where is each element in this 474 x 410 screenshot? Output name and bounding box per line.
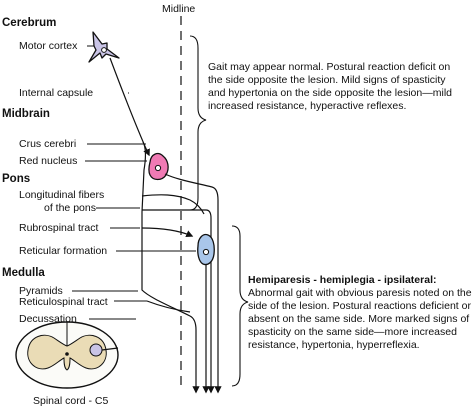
section-pons: Pons <box>2 173 30 185</box>
label-motor-cortex: Motor cortex <box>19 40 78 52</box>
section-cerebrum: Cerebrum <box>2 17 56 29</box>
lower-note-heading: Hemiparesis - hemiplegia - ipsilateral: <box>248 274 436 286</box>
upper-note-line-3: and hypertonia on the side opposite the … <box>208 87 452 99</box>
label-longitudinal-fibers-2: of the pons <box>44 202 96 214</box>
label-pyramids: Pyramids <box>19 285 63 297</box>
decussation-crossing-line <box>141 284 200 394</box>
reticulospinal-medulla-line <box>146 300 191 313</box>
pons-fiber-loop-line <box>142 209 215 394</box>
label-internal-capsule: Internal capsule <box>19 87 93 99</box>
section-midbrain: Midbrain <box>2 108 50 120</box>
upper-note: Gait may appear normal. Postural reactio… <box>208 61 452 112</box>
crus-cerebri-arrow <box>142 141 150 157</box>
upper-note-line-2: the side opposite the lesion. Mild signs… <box>208 74 446 86</box>
lower-note-line-1: Abnormal gait with obvious paresis noted… <box>248 287 472 299</box>
motor-cortex-nucleus-icon <box>101 47 107 53</box>
label-spinal-cord: Spinal cord - C5 <box>33 395 108 407</box>
label-crus-cerebri: Crus cerebri <box>19 138 76 150</box>
rubrospinal-tract-line <box>164 173 222 394</box>
pons-fiber-upper-line <box>141 194 205 215</box>
lower-note: Hemiparesis - hemiplegia - ipsilateral: … <box>248 274 472 351</box>
red-nucleus-nucleus-icon <box>154 164 162 172</box>
lower-note-line-3: absent on the same side. More marked sig… <box>248 313 469 325</box>
upper-note-line-4: increased resistance, hyperactive reflex… <box>208 100 406 112</box>
label-longitudinal-fibers-1: Longitudinal fibers <box>19 189 104 201</box>
upper-bracket <box>189 35 207 211</box>
spinal-tract-region-icon <box>89 343 103 357</box>
spinal-cord-tract-pointer <box>101 347 119 351</box>
label-red-nucleus: Red nucleus <box>19 155 77 167</box>
leader-lines <box>72 45 196 320</box>
upper-note-line-1: Gait may appear normal. Postural reactio… <box>208 61 450 73</box>
midline-label: Midline <box>162 3 195 15</box>
reticular-formation-nucleus-icon <box>202 248 210 256</box>
lower-note-line-4: spasticity on the same side—more increas… <box>248 326 457 338</box>
central-canal-icon <box>65 352 69 356</box>
lower-bracket <box>231 225 249 387</box>
corticospinal-tract-line <box>109 57 147 284</box>
label-reticular-formation: Reticular formation <box>19 245 107 257</box>
lower-note-line-5: resistance, hypertonia, hyperreflexia. <box>248 339 420 351</box>
reticular-input-arrow <box>141 227 194 238</box>
spinal-cord-section <box>15 321 119 389</box>
motor-cortex-neuron-icon <box>88 31 120 63</box>
label-rubrospinal-tract: Rubrospinal tract <box>19 222 98 234</box>
section-medulla: Medulla <box>2 267 45 279</box>
lower-note-line-2: side of the lesion. Postural reactions d… <box>248 300 471 312</box>
label-reticulospinal-tract: Reticulospinal tract <box>19 296 108 308</box>
